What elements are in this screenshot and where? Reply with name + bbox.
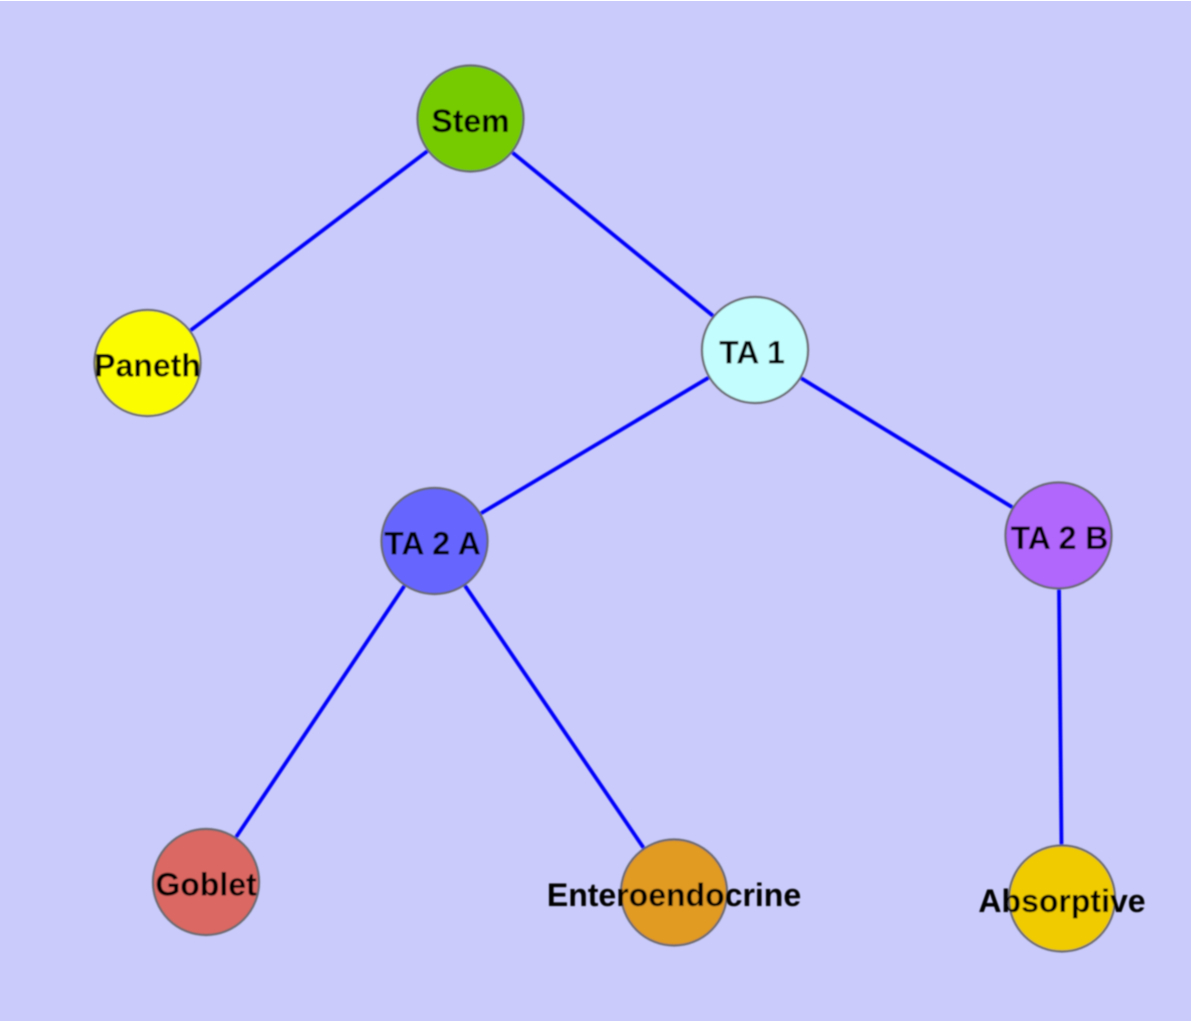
svg-text:Enteroendocrine: Enteroendocrine — [547, 877, 801, 913]
svg-text:TA 2 B: TA 2 B — [1011, 520, 1109, 556]
svg-text:Goblet: Goblet — [155, 867, 257, 903]
svg-text:Stem: Stem — [431, 103, 509, 139]
svg-text:Paneth: Paneth — [94, 348, 201, 384]
svg-text:Absorptive: Absorptive — [978, 883, 1145, 919]
svg-text:TA 2 A: TA 2 A — [384, 526, 481, 562]
svg-text:TA 1: TA 1 — [719, 335, 785, 371]
